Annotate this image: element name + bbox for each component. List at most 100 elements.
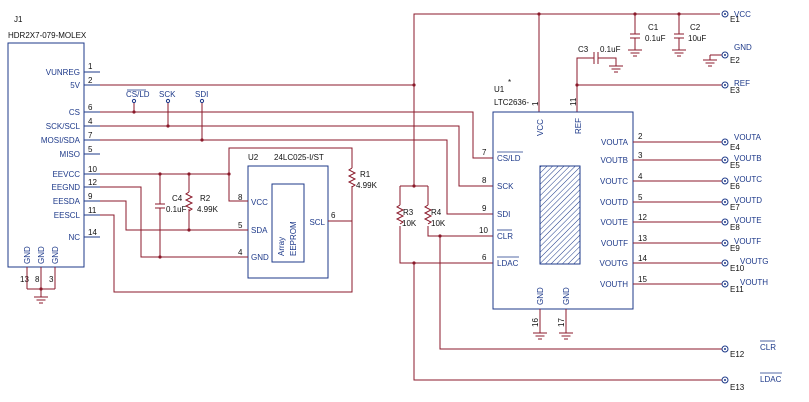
u2-pin-vcc: VCC xyxy=(251,198,268,207)
terminal-e4[interactable]: E4 VOUTA xyxy=(721,133,762,152)
c4-value: 0.1uF xyxy=(166,205,187,214)
j1-num-4: 4 xyxy=(88,117,93,126)
terminal-e12[interactable]: E12 CLR xyxy=(721,340,776,359)
u1-num-12: 12 xyxy=(638,213,647,222)
c1-ref: C1 xyxy=(648,23,659,32)
u2-num-8: 8 xyxy=(238,193,243,202)
r1-ref: R1 xyxy=(360,170,371,179)
u1-num-5: 5 xyxy=(638,193,643,202)
c2-ref: C2 xyxy=(690,23,701,32)
u2-num-4: 4 xyxy=(238,248,243,257)
e9-ref: E9 xyxy=(730,244,740,253)
u2-num-5: 5 xyxy=(238,221,243,230)
e1-label: VCC xyxy=(734,10,751,19)
terminal-e9[interactable]: E9 VOUTF xyxy=(721,237,761,253)
e3-ref: E3 xyxy=(730,86,740,95)
e1-ref: E1 xyxy=(730,15,740,24)
u1-pin-vcc: VCC xyxy=(536,119,545,136)
u1-num-17: 17 xyxy=(557,318,566,327)
terminal-e8[interactable]: E8 VOUTE xyxy=(721,216,762,232)
connector-j1: J1 HDR2X7-079-MOLEX VUNREG 5V CS SCK/SCL… xyxy=(7,15,100,304)
probe-csld-label: CS/LD xyxy=(126,90,150,99)
r1-value: 4.99K xyxy=(356,181,378,190)
u2-pin-sda: SDA xyxy=(251,226,268,235)
u2-pin-scl: SCL xyxy=(309,218,325,227)
supply-caps: C1 0.1uF C2 10uF C3 0.1uF xyxy=(537,12,722,112)
u2-pin-gnd: GND xyxy=(251,253,269,262)
e5-label: VOUTB xyxy=(734,154,762,163)
ground-icon xyxy=(703,59,717,67)
terminal-e2[interactable]: E2 GND xyxy=(721,43,752,65)
j1-pin-eesda: EESDA xyxy=(53,197,81,206)
u1-num-13: 13 xyxy=(638,234,647,243)
j1-pin-eescl: EESCL xyxy=(54,211,81,220)
u1-num-15: 15 xyxy=(638,275,647,284)
terminal-e6[interactable]: E6 VOUTC xyxy=(721,175,762,191)
j1-gnd-num-3: 3 xyxy=(49,275,54,284)
e2-label: GND xyxy=(734,43,752,52)
ground-icon xyxy=(672,49,686,57)
j1-gnd-8: GND xyxy=(37,246,46,264)
terminal-e13[interactable]: E13 LDAC xyxy=(721,372,782,392)
u1-pin-vouth: VOUTH xyxy=(600,280,628,289)
eeprom-wiring xyxy=(100,147,353,293)
e6-label: VOUTC xyxy=(734,175,762,184)
terminals: E1 VCC E2 GND E3 REF E4 VOUTA E5 VOUTB E… xyxy=(721,10,782,392)
e4-label: VOUTA xyxy=(734,133,762,142)
u1-pin-voutc: VOUTC xyxy=(600,177,628,186)
e3-label: REF xyxy=(734,79,750,88)
resistor-r2-icon xyxy=(184,191,194,212)
u1-num-16: 16 xyxy=(531,318,540,327)
e8-label: VOUTE xyxy=(734,216,762,225)
u1-pin-vouta: VOUTA xyxy=(601,138,629,147)
u1-pin-sck: SCK xyxy=(497,182,514,191)
e5-ref: E5 xyxy=(730,161,740,170)
j1-pin-nc: NC xyxy=(68,233,80,242)
j1-num-14: 14 xyxy=(88,228,97,237)
e12-label: CLR xyxy=(760,343,776,352)
e6-ref: E6 xyxy=(730,182,740,191)
e7-ref: E7 xyxy=(730,203,740,212)
j1-pin-5v: 5V xyxy=(70,81,80,90)
r2-value: 4.99K xyxy=(197,205,219,214)
u1-num-7: 7 xyxy=(482,148,487,157)
u1-pin-ref: REF xyxy=(574,118,583,134)
e11-ref: E11 xyxy=(730,285,744,294)
terminal-e7[interactable]: E7 VOUTD xyxy=(721,196,762,212)
c4-ref: C4 xyxy=(172,194,183,203)
j1-pin-vunreg: VUNREG xyxy=(46,68,80,77)
terminal-e11[interactable]: E11 VOUTH xyxy=(721,278,768,294)
ground-icon xyxy=(609,65,623,73)
dac-u1: U1 * LTC2636- VCC REF 1 11 CS/LD SCK SDI… xyxy=(479,78,722,340)
u1-star: * xyxy=(508,78,511,87)
u1-pin-gnd17: GND xyxy=(562,287,571,305)
ground-icon xyxy=(533,332,547,340)
j1-num-1: 1 xyxy=(88,62,93,71)
terminal-e1[interactable]: E1 VCC xyxy=(721,10,751,24)
u1-pin-clr: CLR xyxy=(497,232,513,241)
ground-icon xyxy=(34,296,48,304)
e10-label: VOUTG xyxy=(740,257,768,266)
u1-pin-sdi: SDI xyxy=(497,210,510,219)
e12-ref: E12 xyxy=(730,350,745,359)
j1-part: HDR2X7-079-MOLEX xyxy=(8,31,87,40)
u1-pin-voutf: VOUTF xyxy=(601,239,628,248)
terminal-e10[interactable]: E10 VOUTG xyxy=(721,257,768,273)
c3-value: 0.1uF xyxy=(600,45,621,54)
terminal-e3[interactable]: E3 REF xyxy=(721,79,750,95)
e11-label: VOUTH xyxy=(740,278,768,287)
e10-ref: E10 xyxy=(730,264,745,273)
u2-num-6: 6 xyxy=(331,211,336,220)
e2-ref: E2 xyxy=(730,56,740,65)
e9-label: VOUTF xyxy=(734,237,761,246)
j1-num-6: 6 xyxy=(88,103,93,112)
u1-num-14: 14 xyxy=(638,254,647,263)
u1-num-4: 4 xyxy=(638,172,643,181)
j1-gnd-num-8: 8 xyxy=(35,275,40,284)
j1-ref: J1 xyxy=(14,15,23,24)
terminal-e5[interactable]: E5 VOUTB xyxy=(721,154,762,170)
eeprom-u2: U2 24LC025-I/ST Array EEPROM VCC SDA GND… xyxy=(238,153,336,279)
j1-num-5: 5 xyxy=(88,145,93,154)
e4-ref: E4 xyxy=(730,143,740,152)
